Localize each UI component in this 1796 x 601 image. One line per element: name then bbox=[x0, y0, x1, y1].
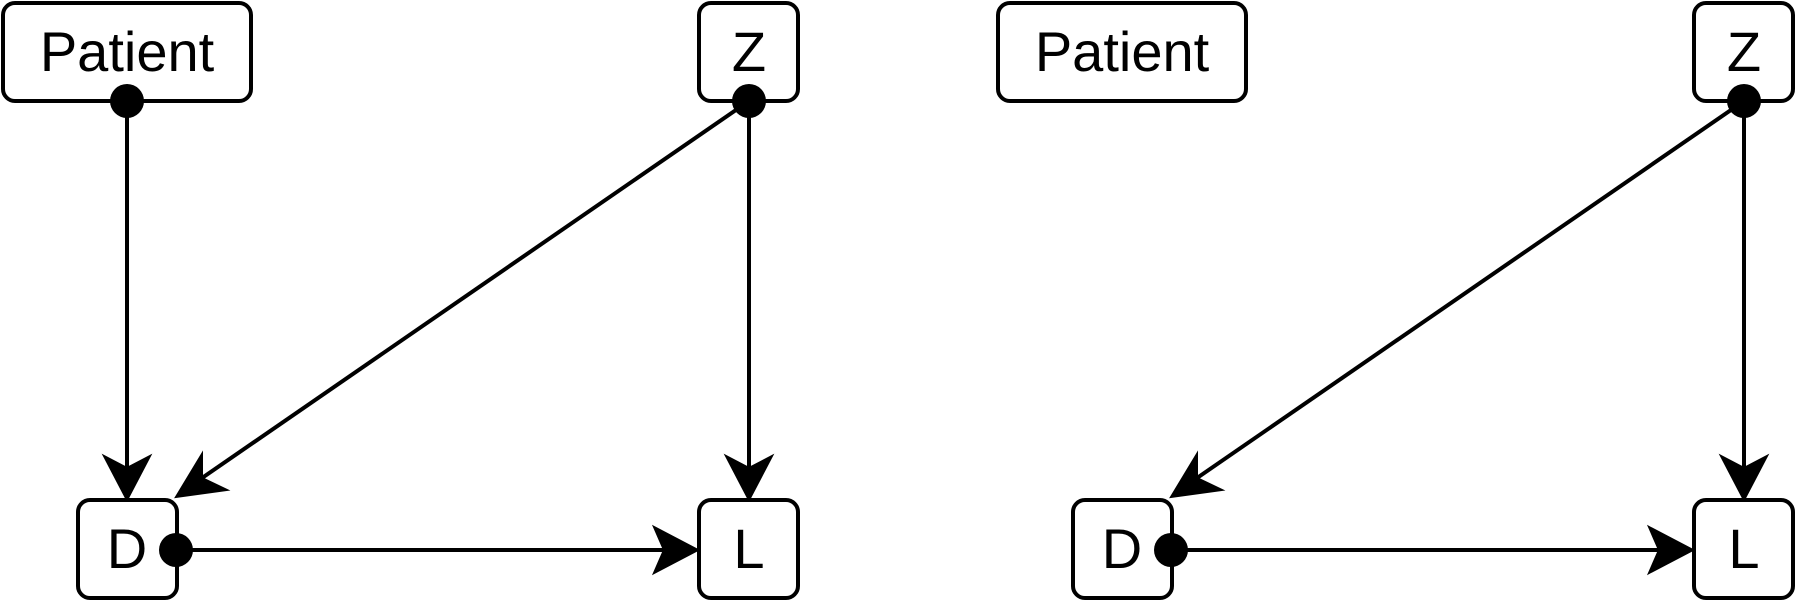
arrowhead-icon bbox=[651, 524, 701, 576]
node-l-label: L bbox=[733, 517, 764, 580]
node-l: L bbox=[697, 498, 800, 600]
edge-patient-to-d bbox=[101, 101, 153, 503]
port-dot-d bbox=[1154, 533, 1188, 567]
port-dot-z bbox=[732, 84, 766, 118]
edge-z-to-d bbox=[1169, 99, 1746, 499]
node-patient: Patient bbox=[996, 1, 1248, 103]
edge-d-to-l bbox=[175, 524, 701, 576]
node-d-label: D bbox=[1102, 517, 1142, 580]
arrowhead-icon bbox=[1646, 524, 1696, 576]
edge-z-to-l bbox=[723, 101, 775, 503]
node-z-label: Z bbox=[1727, 20, 1761, 83]
arrowhead-icon bbox=[174, 450, 231, 499]
edges bbox=[101, 99, 775, 576]
edges bbox=[1169, 99, 1770, 576]
arrowhead-icon bbox=[723, 453, 775, 503]
node-patient: Patient bbox=[1, 1, 253, 103]
port-dot-z bbox=[1727, 84, 1761, 118]
arrowhead-icon bbox=[1718, 453, 1770, 503]
node-patient-label: Patient bbox=[1035, 20, 1210, 83]
left-panel: Patient Z D L bbox=[1, 1, 800, 600]
node-d: D bbox=[1071, 498, 1174, 600]
node-d-label: D bbox=[107, 517, 147, 580]
node-l: L bbox=[1692, 498, 1795, 600]
right-panel: Patient Z D L bbox=[996, 1, 1795, 600]
node-l-label: L bbox=[1728, 517, 1759, 580]
edge-z-to-d bbox=[174, 99, 751, 499]
node-z: Z bbox=[1692, 1, 1795, 103]
port-dot-patient bbox=[110, 84, 144, 118]
edge-d-to-l bbox=[1170, 524, 1696, 576]
node-z-label: Z bbox=[732, 20, 766, 83]
port-dot-d bbox=[159, 533, 193, 567]
edge-z-to-l bbox=[1718, 101, 1770, 503]
arrowhead-icon bbox=[1169, 450, 1226, 499]
node-patient-label: Patient bbox=[40, 20, 215, 83]
node-z: Z bbox=[697, 1, 800, 103]
arrowhead-icon bbox=[101, 453, 153, 503]
